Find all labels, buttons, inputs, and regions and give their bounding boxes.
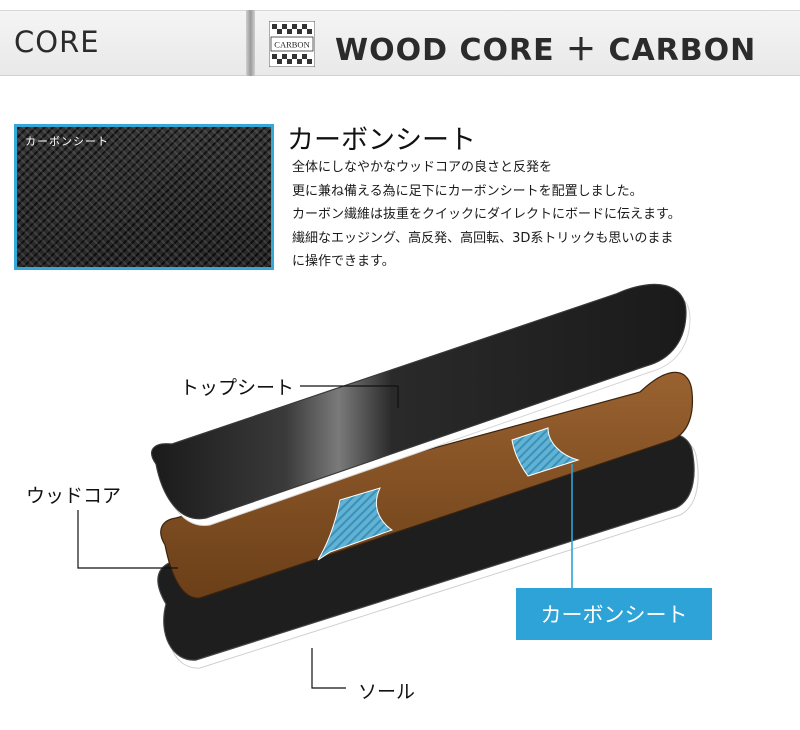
header-divider <box>246 10 255 76</box>
description-line: 繊細なエッジング、高反発、高回転、3D系トリックも思いのまま <box>292 230 674 246</box>
board-layer-diagram <box>77 283 699 689</box>
checkered-carbon-icon: CARBON <box>269 21 315 67</box>
sole-leader <box>311 648 346 689</box>
description-line: に操作できます。 <box>292 254 395 269</box>
wood-core-label: ウッドコア <box>26 485 122 507</box>
badge-text: CARBON <box>274 40 309 50</box>
description-line: 更に兼ね備える為に足下にカーボンシートを配置しました。 <box>292 183 643 199</box>
wood-core-layer <box>160 371 694 599</box>
sole-label: ソール <box>358 681 416 703</box>
top-sheet-layer <box>151 283 691 526</box>
description-title: カーボンシート <box>287 125 476 156</box>
leader-lines <box>77 385 399 689</box>
wood-core-leader <box>77 510 178 569</box>
top-sheet-label: トップシート <box>180 377 295 399</box>
description-body: 全体にしなやかなウッドコアの良さと反発を 更に兼ね備える為に足下にカーボンシート… <box>292 156 792 274</box>
carbon-patch-left <box>317 487 394 561</box>
carbon-sheet-callout: カーボンシート <box>516 588 712 640</box>
carbon-patch-right <box>511 427 580 477</box>
core-heading: CORE <box>14 25 100 59</box>
header-core-panel: CORE <box>0 10 246 76</box>
description-line: カーボン繊維は抜重をクイックにダイレクトにボードに伝えます。 <box>292 207 681 222</box>
top-sheet-leader <box>300 385 399 408</box>
carbon-sheet-swatch: カーボンシート <box>14 124 274 270</box>
description-line: 全体にしなやかなウッドコアの良さと反発を <box>292 160 553 175</box>
header-wood-core-carbon-panel: CARBON WOOD CORE ＋ CARBON <box>255 10 800 76</box>
sole-layer <box>157 432 699 669</box>
wood-core-carbon-heading: WOOD CORE ＋ CARBON <box>335 33 757 68</box>
swatch-label: カーボンシート <box>25 135 109 148</box>
